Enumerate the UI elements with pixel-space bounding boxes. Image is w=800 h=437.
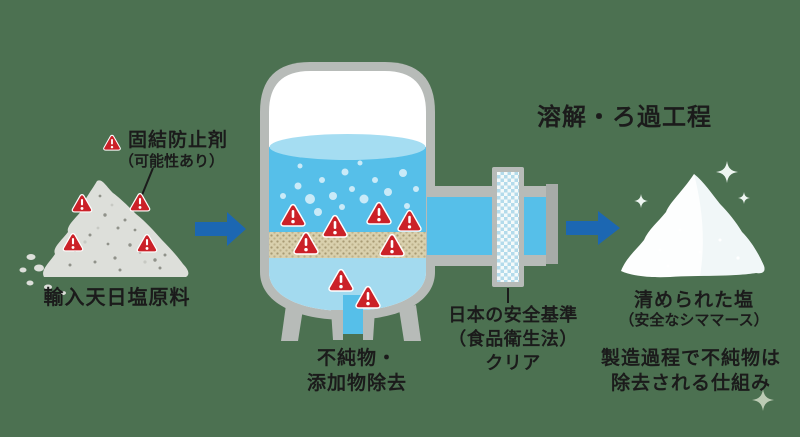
raw-salt-pile (19, 180, 189, 295)
dissolving-tank (260, 62, 435, 341)
water-surface (269, 134, 426, 160)
outlet-pipe (426, 184, 558, 266)
filter-standard-line3: クリア (485, 353, 541, 373)
tank-leg (399, 305, 421, 341)
sparkle-icon (738, 192, 750, 204)
bubbles (280, 160, 419, 216)
sparkle-icon (634, 194, 648, 208)
flow-arrow-left-icon (195, 212, 246, 246)
warning-icon (129, 192, 151, 212)
anticaking-connector (141, 167, 154, 196)
anticaking-note: （可能性あり） (119, 153, 225, 170)
clean-salt-label: 清められた塩 (633, 290, 755, 311)
anticaking-heading: 固結防止剤 (128, 130, 229, 151)
warning-icon (103, 134, 121, 151)
tank-process-label: 不純物・ 添加物除去 (307, 346, 407, 396)
clean-salt-sublabel: （安全なシママース） (619, 312, 769, 329)
filter-standard-line2: （食品衛生法） (448, 329, 578, 349)
stage-title: 溶解・ろ過工程 (537, 104, 712, 131)
drain-tab (363, 310, 375, 340)
clean-salt-glints (658, 228, 740, 268)
process-note-line2: 除去される仕組み (610, 373, 772, 394)
raw-salt-label: 輸入天日塩原料 (43, 287, 191, 309)
process-note: 製造過程で不純物は 除去される仕組み (601, 346, 781, 396)
pipe-flange (546, 184, 558, 264)
drain-tab (331, 310, 343, 340)
tank-process-line2: 添加物除去 (306, 373, 408, 394)
process-note-line1: 製造過程で不純物は (600, 348, 782, 369)
filter-standard-line1: 日本の安全基準 (448, 305, 578, 325)
filter-standard-label: 日本の安全基準 （食品衛生法） クリア (448, 303, 578, 375)
inline-filter (492, 167, 524, 303)
flow-arrow-right-icon (566, 211, 620, 245)
tank-process-line1: 不純物・ (316, 348, 398, 369)
tank-leg (281, 305, 303, 341)
sparkle-icon (716, 161, 738, 183)
clean-salt-pile (621, 174, 765, 278)
